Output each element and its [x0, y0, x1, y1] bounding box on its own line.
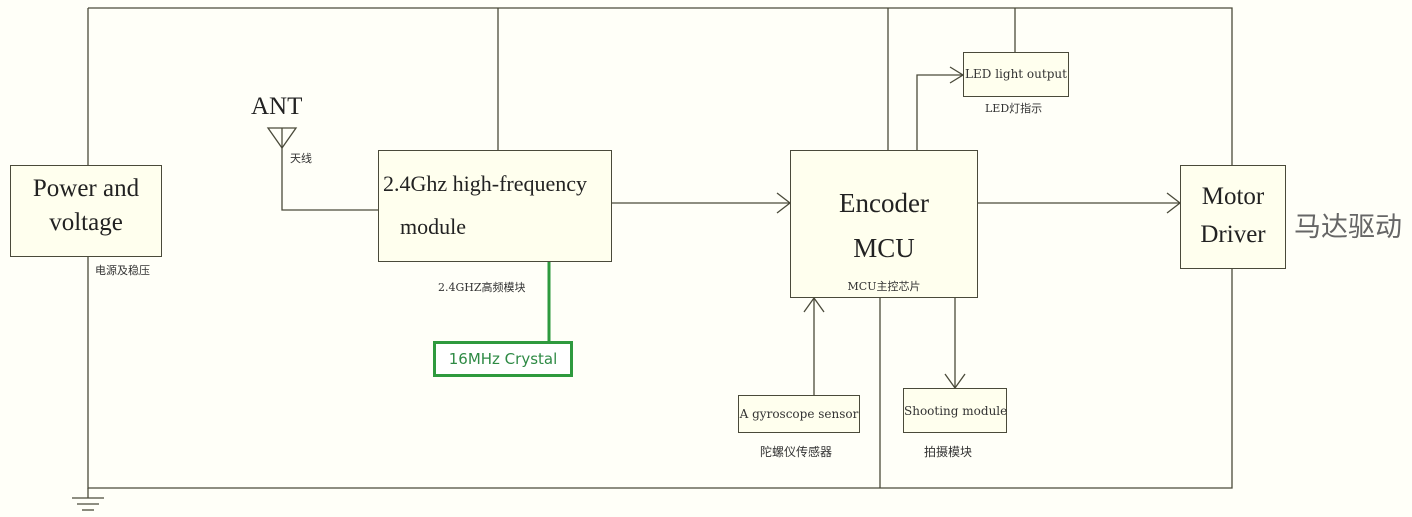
- gyro-caption: 陀螺仪传感器: [760, 445, 833, 459]
- crystal-block: 16MHz Crystal: [433, 341, 573, 377]
- shooting-module-block: Shooting module: [903, 388, 1007, 433]
- rf-label-line1: 2.4Ghz high-frequency: [383, 171, 588, 196]
- mcu-label-line2: MCU: [853, 233, 915, 263]
- motor-driver-block: Motor Driver: [1180, 165, 1286, 269]
- mcu-block: Encoder MCU MCU主控芯片: [790, 150, 978, 298]
- power-voltage-block: Power and voltage: [10, 165, 162, 257]
- led-output-block: LED light output: [963, 52, 1069, 97]
- gyroscope-block: A gyroscope sensor: [738, 395, 860, 433]
- rf-caption: 2.4GHZ高频模块: [438, 281, 526, 294]
- rf-module-block: 2.4Ghz high-frequency module: [378, 150, 612, 262]
- shooting-caption: 拍摄模块: [924, 445, 973, 459]
- gyro-label: A gyroscope sensor: [739, 407, 859, 421]
- motor-caption: 马达驱动: [1294, 212, 1402, 243]
- antenna-icon: [266, 127, 298, 150]
- power-label-line1: Power and: [32, 175, 140, 202]
- antenna-wire: [281, 150, 378, 211]
- power-label-line2: voltage: [49, 209, 123, 236]
- shooting-label: Shooting module: [904, 404, 1008, 418]
- ground-icon: [72, 497, 104, 511]
- rf-label-line2: module: [400, 214, 466, 239]
- gyro-to-mcu-arrowhead: [803, 296, 825, 313]
- motor-label-line1: Motor: [1201, 183, 1265, 210]
- power-caption: 电源及稳压: [95, 264, 150, 277]
- mcu-label-line1: Encoder: [839, 188, 929, 218]
- crystal-label: 16MHz Crystal: [448, 350, 558, 368]
- top-bus-line: [87, 7, 1233, 489]
- mcu-caption: MCU主控芯片: [847, 280, 921, 293]
- motor-label-line2: Driver: [1200, 221, 1266, 248]
- led-label: LED light output: [965, 67, 1067, 81]
- mcu-to-led-wire: [916, 74, 963, 150]
- antenna-caption: 天线: [290, 152, 312, 165]
- antenna-label: ANT: [251, 93, 303, 120]
- led-caption: LED灯指示: [985, 102, 1043, 115]
